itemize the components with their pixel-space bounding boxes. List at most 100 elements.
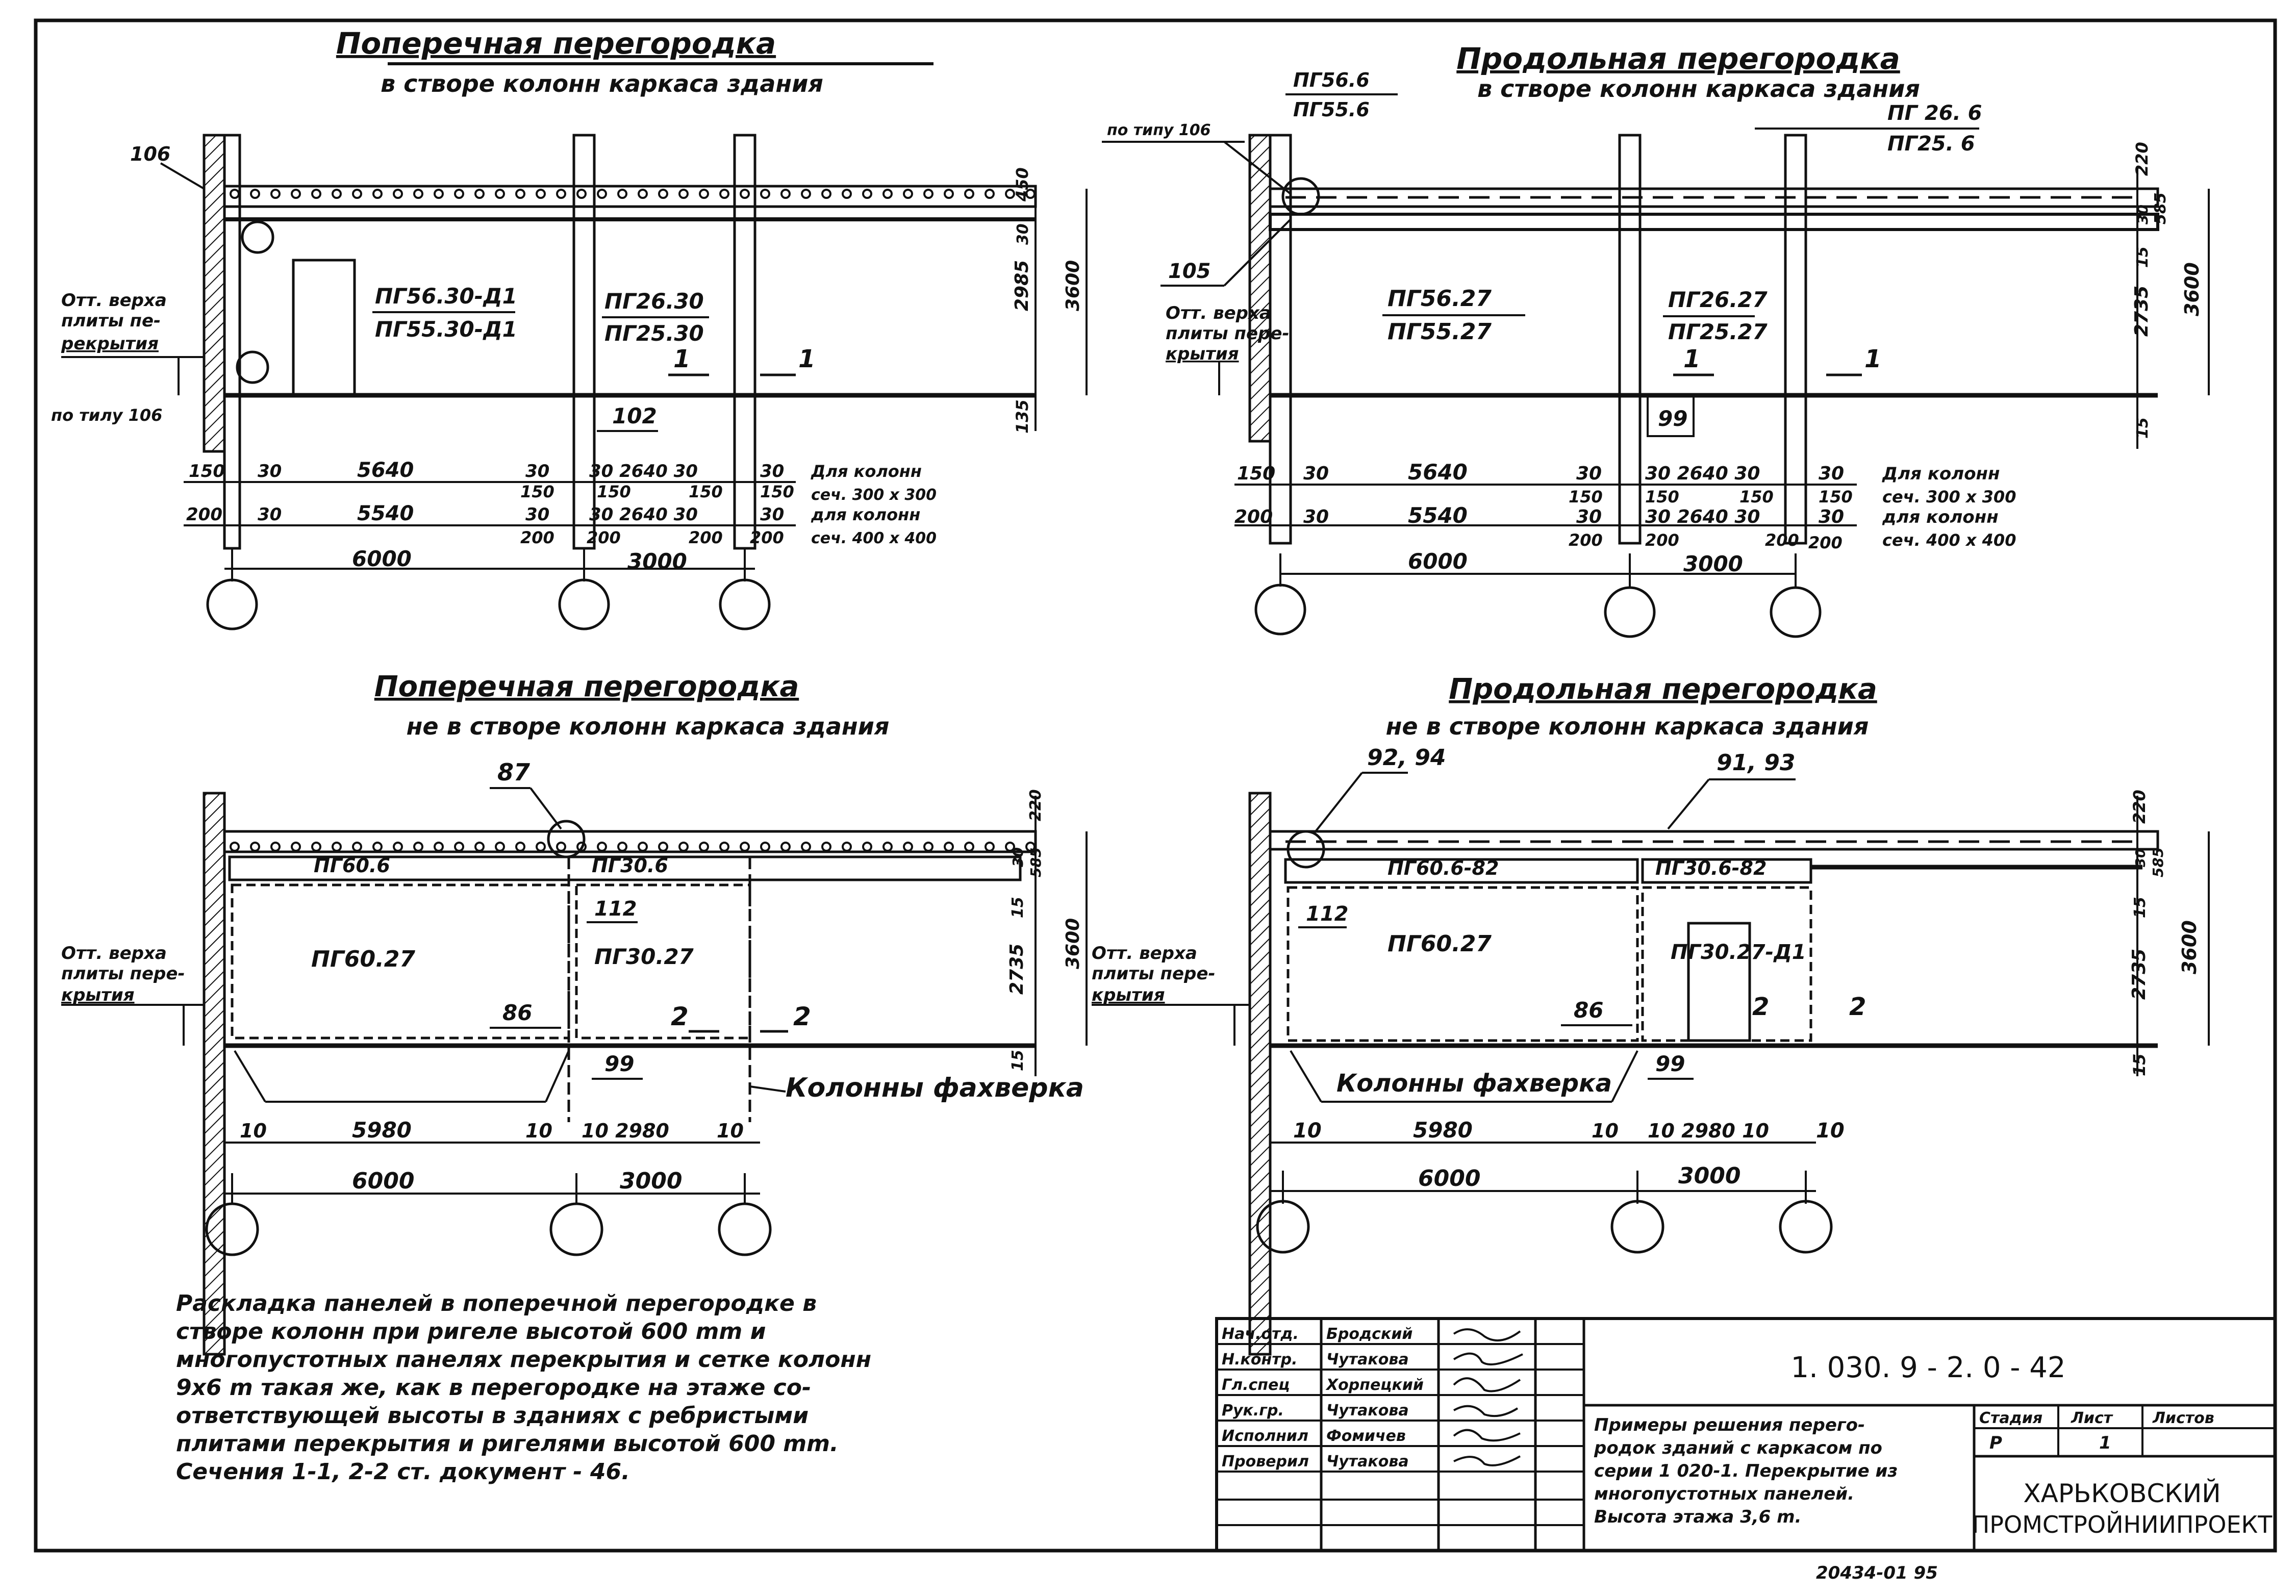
column-axis-bubble: [1779, 1200, 1833, 1254]
stamp-role: Гл.спец: [1222, 1376, 1290, 1394]
dimension: 2735: [2129, 949, 2150, 1000]
dimension: 200: [1808, 533, 1843, 552]
title-block: Нач.отд. Н.контр. Гл.спец Рук.гр. Исполн…: [1215, 1317, 2277, 1583]
signature: [1453, 1352, 1523, 1365]
panel-mark: ПГ25.30: [604, 321, 704, 346]
dimension: 200: [1765, 530, 1799, 550]
dimension: 585: [2152, 192, 2169, 224]
frame-column: [1618, 134, 1642, 545]
panel-subtitle: не в створе колонн каркаса здания: [1386, 713, 1869, 740]
dimension: 30: [1576, 506, 1602, 527]
floor-slab: [223, 185, 1037, 208]
hatched-wall: [203, 792, 226, 1356]
dimension: 2735: [1006, 944, 1027, 995]
crossbar-panel: [228, 855, 1022, 881]
elevation-label: крытия: [1166, 344, 1239, 364]
dimension: 150: [1819, 487, 1853, 506]
callout-label: 92, 94: [1367, 745, 1446, 771]
dimension: 150: [1645, 487, 1679, 506]
panel-title: Продольная перегородка: [1449, 673, 1877, 706]
section-mark: 1: [1864, 345, 1881, 373]
elevation-label: Отт. верха: [61, 943, 167, 964]
hatched-wall: [1248, 134, 1272, 443]
section-mark: 1: [673, 345, 690, 373]
dimension: 30: [760, 504, 784, 525]
dimension: 10: [525, 1120, 552, 1142]
stamp-description: Примеры решения перего-: [1594, 1415, 1865, 1435]
elevation-label: Отт. верха: [1092, 943, 1197, 964]
stamp-name: Чутакова: [1326, 1453, 1409, 1471]
signature: [1453, 1455, 1521, 1466]
span-dimension: 6000: [352, 546, 412, 571]
dimension: 30 2640 30: [1645, 463, 1760, 484]
panel-mark: ПГ30.27-Д1: [1671, 941, 1806, 964]
panel-mark: ПГ26.30: [604, 289, 704, 314]
partition-panel: [1286, 886, 1639, 1042]
frame-column: [1269, 134, 1292, 545]
column-axis-bubble: [1770, 586, 1822, 638]
dimension: 30: [2134, 205, 2151, 224]
note-label: сеч. 400 х 400: [811, 529, 937, 547]
panel-mark: ПГ60.27: [1387, 931, 1492, 957]
callout-label: 102: [612, 403, 657, 428]
dimension: 15: [2130, 1053, 2149, 1076]
floor-slab: [223, 830, 1037, 853]
dimension: 10: [1293, 1119, 1322, 1143]
dimension: 30: [1819, 463, 1844, 484]
dimension: 200: [587, 528, 621, 547]
column-axis-bubble: [1610, 1200, 1664, 1254]
dimension: 150: [1237, 463, 1275, 484]
section-mark: 1: [1683, 345, 1700, 373]
stamp-description: многопустотных панелей.: [1594, 1484, 1854, 1504]
dimension: 150: [189, 461, 225, 482]
dimension: 200: [520, 528, 554, 547]
elevation-label: плиты пере-: [1092, 964, 1216, 984]
sheet-footer: 20434-01 95: [1816, 1563, 1938, 1583]
crossbar-panel: [1284, 858, 1639, 884]
span-dimension: 6000: [352, 1168, 414, 1194]
panel-mark: ПГ60.6-82: [1387, 857, 1499, 879]
column-axis-bubble: [206, 578, 258, 630]
dimension: 5640: [1408, 460, 1468, 485]
dimension: 200: [186, 504, 222, 525]
stamp-name: Чутакова: [1326, 1402, 1409, 1420]
panel-mark: ПГ56.27: [1387, 286, 1492, 312]
dimension: 3600: [2178, 920, 2201, 974]
dimension: 200: [1645, 530, 1679, 550]
note-line: Сечения 1-1, 2-2 ст. документ - 46.: [176, 1459, 630, 1485]
column-axis-bubble: [1254, 584, 1306, 636]
panel-mark: ПГ25.27: [1668, 319, 1768, 344]
panel-mark: ПГ30.27: [594, 944, 694, 969]
dimension: 30 2640 30: [589, 461, 698, 482]
stamp-description: Высота этажа 3,6 m.: [1594, 1507, 1802, 1527]
dimension: 30 2640 30: [589, 504, 698, 525]
column-axis-bubble: [719, 578, 771, 630]
panel-subtitle: в створе колонн каркаса здания: [381, 70, 823, 97]
dimension: 150: [760, 482, 794, 501]
fakhverk-label: Колонны фахверка: [786, 1073, 1084, 1103]
panel-title: Поперечная перегородка: [336, 26, 776, 61]
callout-label: 99: [1658, 406, 1687, 431]
stamp-value: Р: [1989, 1433, 2002, 1453]
dimension: 3600: [2181, 262, 2203, 316]
dimension: 150: [597, 482, 631, 501]
callout-label: по типу 106: [1107, 121, 1211, 139]
span-dimension: 6000: [1408, 549, 1468, 574]
callout-label: по тилу 106: [51, 406, 162, 425]
span-dimension: 3000: [620, 1168, 682, 1194]
callout-label: 99: [1655, 1051, 1685, 1076]
dimension: 3600: [1063, 918, 1083, 969]
signature: [1453, 1377, 1521, 1392]
panel-mark: ПГ55.6: [1293, 98, 1370, 121]
dimension: 5980: [1413, 1118, 1473, 1143]
dimension: 30: [1303, 506, 1329, 527]
note-line: ответствующей высоты в зданиях с ребрист…: [176, 1403, 809, 1429]
callout-label: 86: [502, 1000, 532, 1025]
panel-mark: ПГ56.30-Д1: [375, 284, 517, 309]
signature: [1453, 1429, 1521, 1442]
section-mark: 1: [798, 345, 815, 373]
hatched-wall: [1248, 792, 1272, 1356]
general-note: Раскладка панелей в поперечной перегород…: [176, 1290, 871, 1485]
panel-transverse-in-line: Поперечная перегородка в створе колонн к…: [51, 26, 1088, 630]
floor-slab: [1269, 830, 2159, 851]
